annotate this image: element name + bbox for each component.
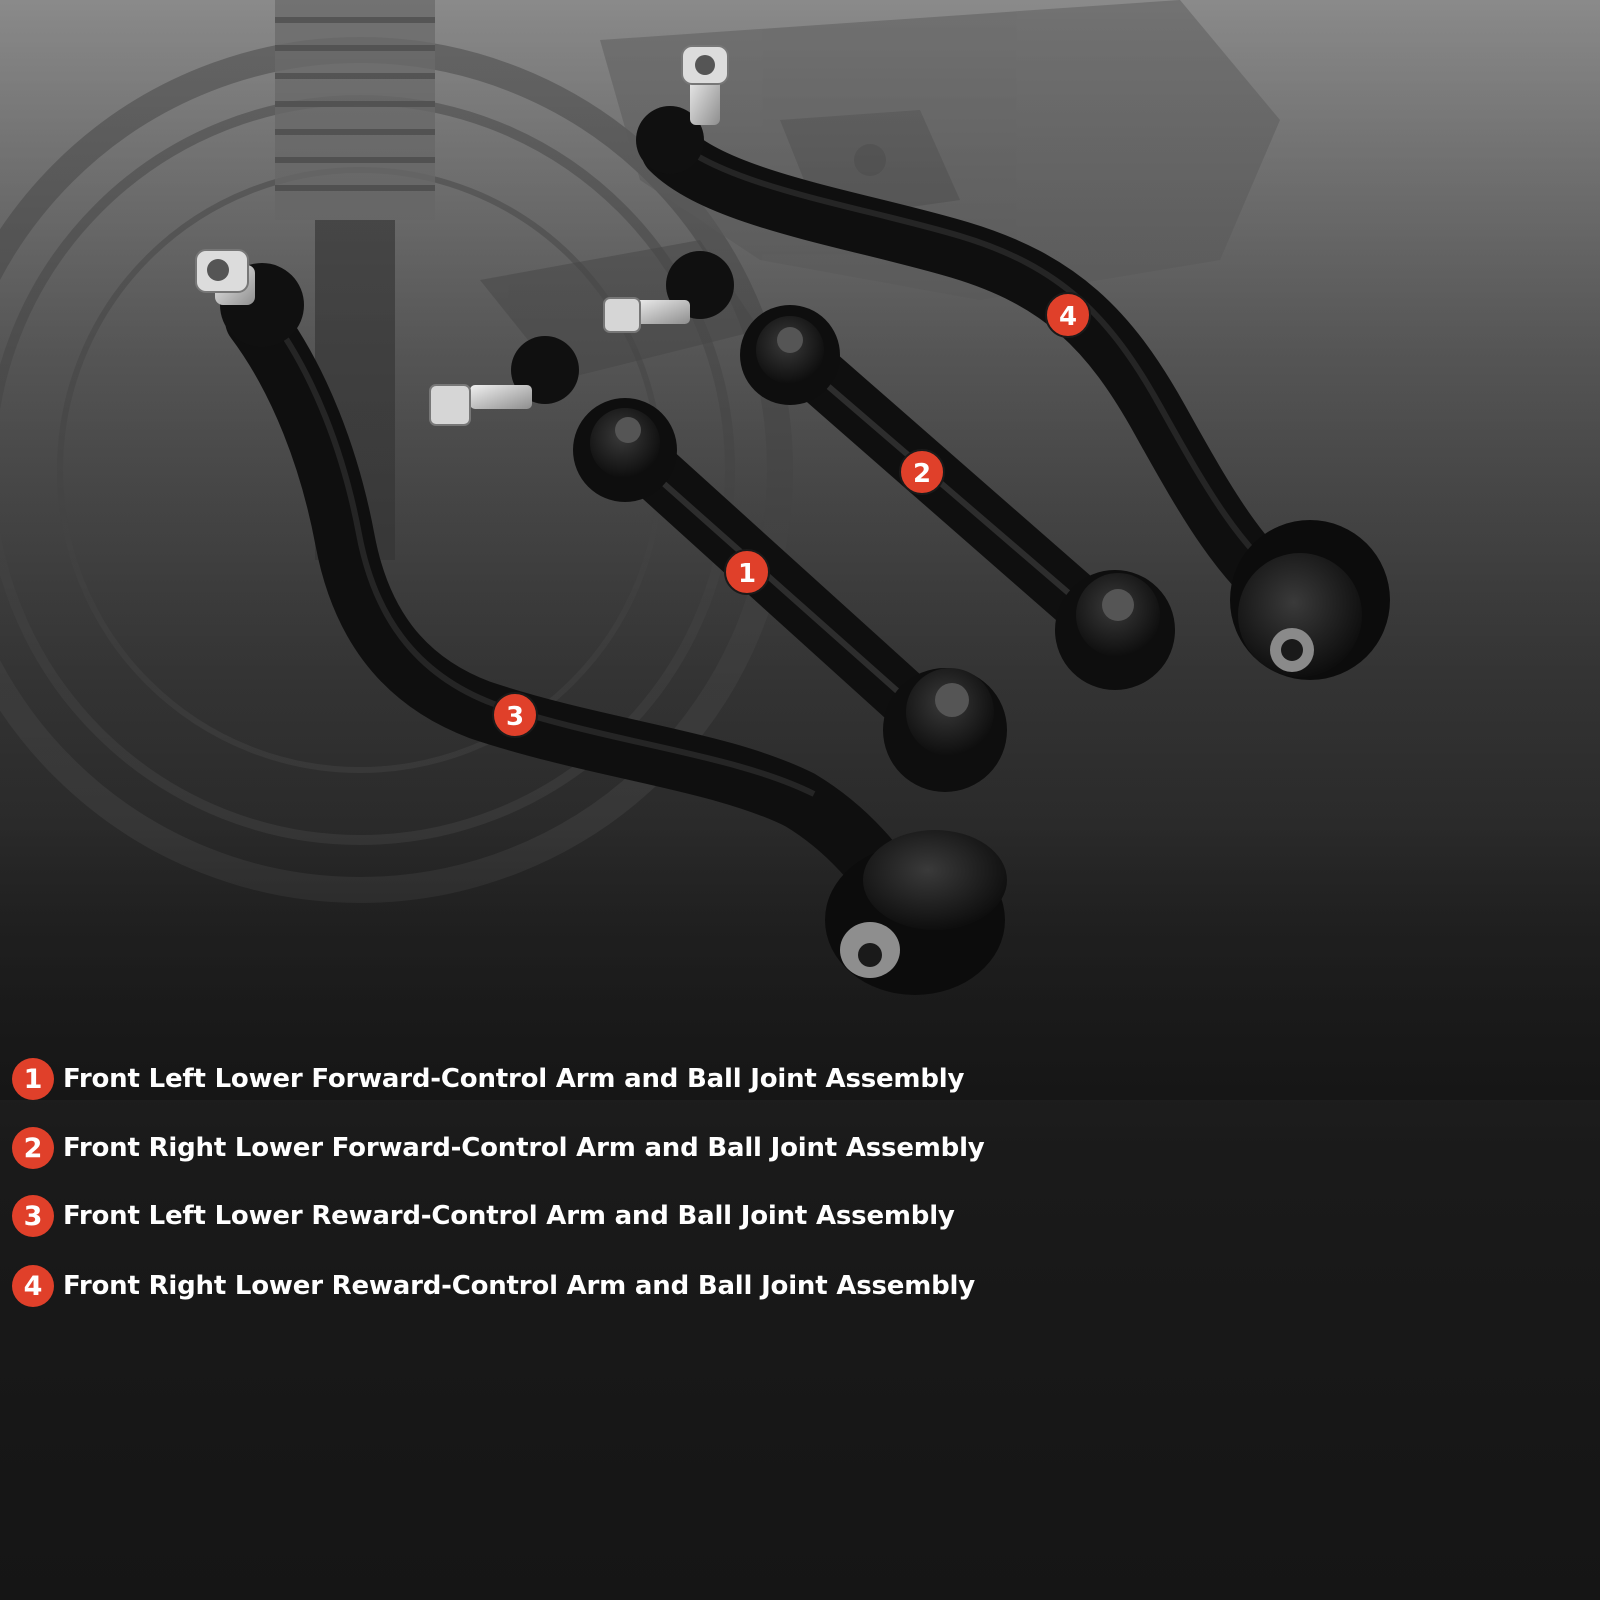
callout-3-number: 3 [506, 702, 524, 732]
part-label-3: 3 Front Left Lower Reward-Control Arm an… [12, 1194, 955, 1238]
ball-joint [636, 45, 729, 174]
callout-1-number: 1 [738, 559, 756, 589]
number-badge: 2 [12, 1127, 54, 1169]
bushing [1230, 520, 1390, 680]
control-arms-group: 1 2 3 4 [195, 45, 1390, 995]
ball-joint [603, 251, 734, 333]
part-label-2: 2 Front Right Lower Forward-Control Arm … [12, 1126, 985, 1170]
callout-4: 4 [1045, 292, 1091, 338]
ball-joint [195, 249, 304, 347]
part-label-1: 1 Front Left Lower Forward-Control Arm a… [12, 1057, 964, 1101]
number-badge: 3 [12, 1195, 54, 1237]
bushing [883, 668, 1007, 792]
callout-2-number: 2 [913, 459, 931, 489]
callout-1: 1 [724, 549, 770, 595]
bushing [1055, 570, 1175, 690]
front-left-rearward-arm [195, 249, 1007, 995]
bushing [573, 398, 677, 502]
front-right-forward-arm [603, 251, 1175, 690]
bushing [825, 830, 1007, 995]
part-label-4: 4 Front Right Lower Reward-Control Arm a… [12, 1264, 975, 1308]
callout-4-number: 4 [1059, 302, 1077, 332]
number-badge: 1 [12, 1058, 54, 1100]
callout-2: 2 [899, 449, 945, 495]
part-label-text: Front Left Lower Forward-Control Arm and… [63, 1064, 965, 1094]
callout-3: 3 [492, 692, 538, 738]
part-label-text: Front Right Lower Reward-Control Arm and… [63, 1271, 975, 1301]
front-left-forward-arm [429, 336, 1007, 792]
bushing [740, 305, 840, 405]
ball-joint [429, 336, 579, 426]
number-badge: 4 [12, 1265, 54, 1307]
part-label-text: Front Left Lower Reward-Control Arm and … [63, 1201, 955, 1231]
part-label-text: Front Right Lower Forward-Control Arm an… [63, 1133, 985, 1163]
